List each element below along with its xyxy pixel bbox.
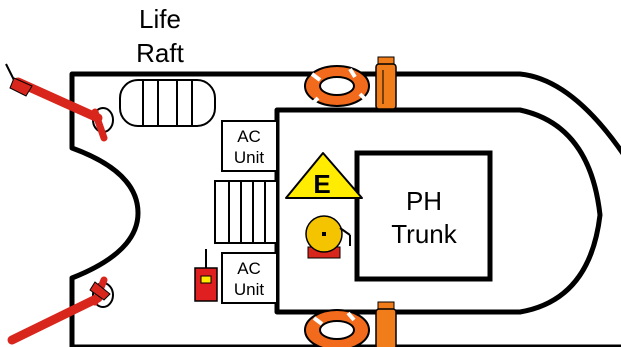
life-raft-label-line1: Life	[139, 4, 181, 34]
hazard-letter: E	[313, 169, 330, 199]
ac-unit-bottom-label-line1: AC	[237, 259, 261, 278]
alarm-bell-icon	[305, 215, 351, 259]
handheld-radio-icon	[194, 249, 218, 302]
life-ring-icon-bottom	[304, 309, 370, 347]
fire-extinguisher-icon-bottom	[375, 301, 397, 347]
ladder-stairs	[214, 180, 278, 244]
ac-unit-bottom	[221, 252, 278, 304]
life-raft-label-line2: Raft	[136, 38, 184, 68]
ac-unit-top-label-line2: Unit	[234, 148, 265, 167]
hose-nozzle-icon-bottom	[7, 276, 114, 345]
ac-unit-bottom-label-line2: Unit	[234, 280, 265, 299]
ac-unit-top	[221, 120, 278, 172]
life-ring-icon-top	[304, 65, 370, 107]
ph-trunk-label-line1: PH	[406, 186, 442, 216]
hose-nozzle-icon-top	[5, 63, 114, 142]
ac-unit-top-label-line1: AC	[237, 127, 261, 146]
ph-trunk	[354, 150, 493, 282]
fire-extinguisher-icon-top	[375, 56, 397, 110]
life-raft-icon	[119, 79, 216, 127]
warning-triangle-icon: E	[285, 152, 363, 199]
ph-trunk-label-line2: Trunk	[391, 219, 457, 249]
